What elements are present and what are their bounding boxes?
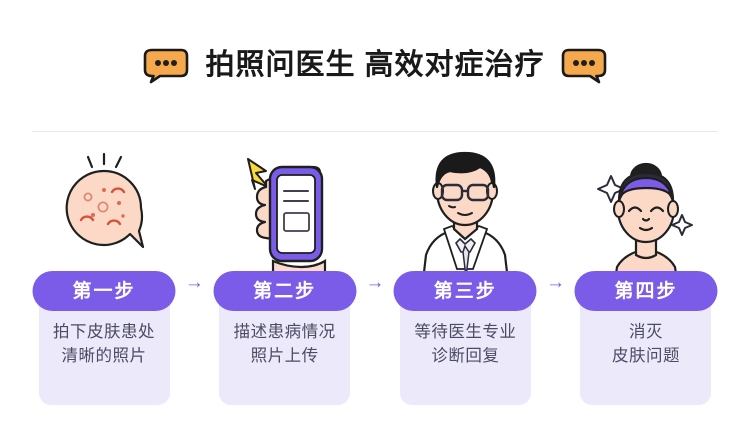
arrow-3-to-4: → bbox=[546, 272, 566, 293]
step-pill-2[interactable]: 第二步 bbox=[213, 271, 357, 311]
speech-bubble-icon-right bbox=[561, 48, 607, 84]
page-title: 拍照问医生 高效对症治疗 bbox=[205, 49, 545, 81]
page-header: 拍照问医生 高效对症治疗 bbox=[0, 0, 750, 131]
arrow-2-to-3: → bbox=[365, 272, 385, 293]
step-pill-3[interactable]: 第三步 bbox=[393, 271, 537, 311]
steps-row: 第一步 拍下皮肤患处 清晰的照片 → 第二步 描述患病情况 照片上传 bbox=[30, 143, 720, 405]
step-pill-4[interactable]: 第四步 bbox=[574, 271, 718, 311]
step-card-1[interactable]: 第一步 拍下皮肤患处 清晰的照片 bbox=[30, 143, 178, 405]
step-card-2[interactable]: 第二步 描述患病情况 照片上传 bbox=[211, 143, 359, 405]
hand-holding-phone-icon bbox=[211, 143, 359, 281]
step-caption-3: 等待医生专业 诊断回复 bbox=[414, 323, 517, 365]
step-caption-2: 描述患病情况 照片上传 bbox=[233, 323, 336, 365]
male-doctor-icon bbox=[391, 143, 539, 281]
step-card-3[interactable]: 第三步 等待医生专业 诊断回复 bbox=[391, 143, 539, 405]
header-divider bbox=[32, 131, 718, 132]
step-pill-1[interactable]: 第一步 bbox=[32, 271, 176, 311]
step-caption-1: 拍下皮肤患处 清晰的照片 bbox=[53, 323, 155, 365]
smiling-woman-icon bbox=[572, 143, 720, 281]
speech-bubble-icon-left bbox=[143, 48, 189, 84]
acne-face-bubble-icon bbox=[30, 143, 178, 281]
step-card-4[interactable]: 第四步 消灭 皮肤问题 bbox=[572, 143, 720, 405]
arrow-1-to-2: → bbox=[184, 272, 204, 293]
step-caption-4: 消灭 皮肤问题 bbox=[611, 323, 680, 365]
